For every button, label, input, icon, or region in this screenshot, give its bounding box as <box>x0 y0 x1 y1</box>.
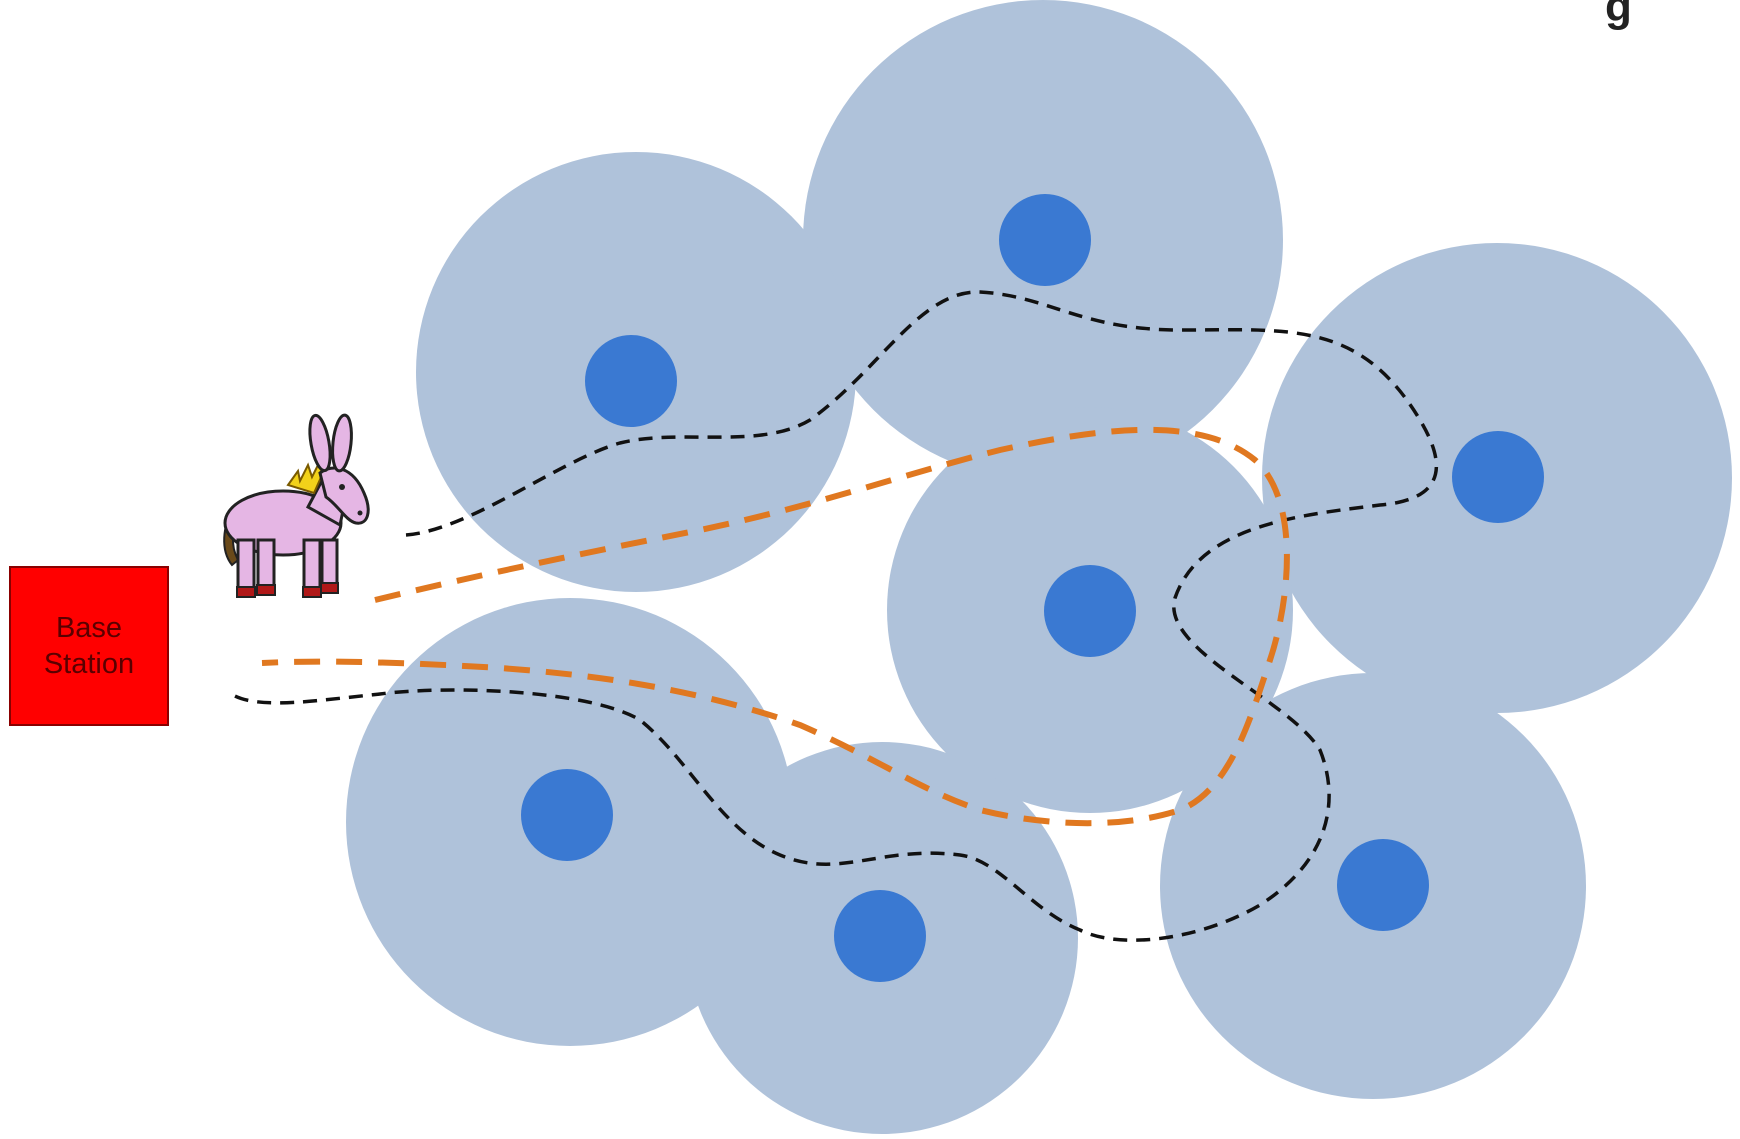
donkey-icon <box>223 413 370 598</box>
sensor-node <box>521 769 613 861</box>
corner-text: g <box>1605 0 1632 31</box>
base-station-label-line2: Station <box>43 648 135 680</box>
sensor-nodes <box>521 194 1544 982</box>
sensor-node <box>834 890 926 982</box>
sensor-node <box>1044 565 1136 657</box>
sensor-node <box>1452 431 1544 523</box>
sensor-node <box>585 335 677 427</box>
alternate-route-path <box>232 290 1439 942</box>
sensor-node <box>999 194 1091 286</box>
base-station-label-line1: Base <box>55 612 123 644</box>
coverage-areas <box>346 0 1732 1134</box>
base-station-label: Base Station <box>14 610 164 682</box>
base-station: Base Station <box>9 566 169 726</box>
mule-route-path <box>261 426 1290 827</box>
sensor-node <box>1337 839 1429 931</box>
